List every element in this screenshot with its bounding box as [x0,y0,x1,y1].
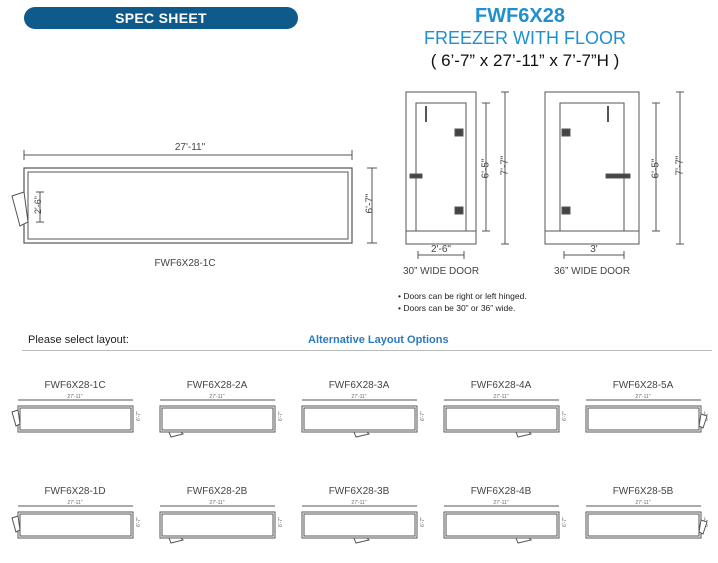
svg-text:6'-7": 6'-7" [278,517,284,527]
svg-text:27'-11": 27'-11" [67,500,82,506]
svg-text:6'-7": 6'-7" [420,411,426,421]
section-divider [22,350,712,351]
svg-text:27'-11": 27'-11" [493,500,508,506]
layout-option-label[interactable]: FWF6X28-3B [328,486,390,497]
svg-text:6'-7": 6'-7" [562,411,568,421]
plan-door-label: 2'-6" [33,196,43,214]
note-item: Doors can be 30” or 36” wide. [398,302,527,314]
elevation-36-door [544,91,684,259]
layout-thumbnail[interactable]: 27'-11" 6'-7" [11,394,142,433]
layout-option-label[interactable]: FWF6X28-4B [470,486,532,497]
svg-text:27'-11": 27'-11" [493,394,508,400]
layout-thumbnail[interactable]: 27'-11" 6'-7" [301,500,426,544]
svg-text:6'-7": 6'-7" [562,517,568,527]
plan-outer-wall [23,167,353,244]
layout-option-label[interactable]: FWF6X28-3A [328,380,390,391]
svg-text:6'-7": 6'-7" [136,411,142,421]
select-layout-label: Please select layout: [28,334,129,346]
svg-text:27'-11": 27'-11" [67,394,82,400]
layout-thumbnails: 27'-11" 6'-7" 27'-11" 6'-7" 27'-11" 6'-7" 27'-… [11,394,710,544]
note-item: Doors can be right or left hinged. [398,290,526,302]
plan-view [11,150,377,244]
layout-option-label[interactable]: FWF6X28-5B [612,486,674,497]
elevation-30-door [405,91,509,259]
elev30-outer [405,91,477,245]
elev36-total-height-label: 7'-7" [674,155,686,176]
plan-inner-wall [27,171,349,240]
svg-text:27'-11": 27'-11" [351,500,366,506]
layout-thumbnail[interactable]: 27'-11"6'-7" [585,394,710,433]
plan-width-label: 6'-7" [364,193,376,214]
layout-option-label[interactable]: FWF6X28-1D [44,486,106,497]
plan-door-swing [11,191,29,227]
layout-option-label[interactable]: FWF6X28-4A [470,380,532,391]
layout-thumbnail[interactable]: 27'-11" 6'-7" [159,394,284,438]
elev30-door-height-label: 6'-5" [480,158,492,179]
svg-text:27'-11": 27'-11" [635,500,650,506]
svg-text:27'-11": 27'-11" [351,394,366,400]
layout-thumbnail[interactable]: 27'-11" 6'-7" [443,394,568,438]
svg-text:6'-7": 6'-7" [136,517,142,527]
elev30-total-height-label: 7'-7" [499,155,511,176]
plan-length-label: 27'-11" [174,142,206,153]
elev36-door [559,102,625,232]
svg-text:27'-11": 27'-11" [635,394,650,400]
svg-text:6'-7": 6'-7" [420,517,426,527]
elev36-door-height-label: 6'-5" [650,158,662,179]
alternative-layouts-link[interactable]: Alternative Layout Options [308,334,449,346]
elev30-caption: 30” WIDE DOOR [402,266,480,277]
elev30-door [415,102,467,232]
layout-option-label[interactable]: FWF6X28-5A [612,380,674,391]
overall-dimensions: ( 6’-7” x 27’-11” x 7’-7”H ) [430,51,620,70]
elev36-caption: 36” WIDE DOOR [553,266,631,277]
svg-text:27'-11": 27'-11" [209,500,224,506]
elev36-outer [544,91,640,245]
layout-thumbnail[interactable]: 27'-11"6'-7" [585,500,710,539]
layout-option-label[interactable]: FWF6X28-2B [186,486,248,497]
layout-thumbnail[interactable]: 27'-11" 6'-7" [443,500,568,544]
elev36-width-label: 3' [590,244,598,255]
layout-thumbnail[interactable]: 27'-11" 6'-7" [301,394,426,438]
plan-caption: FWF6X28-1C [154,258,216,269]
layout-option-label[interactable]: FWF6X28-2A [186,380,248,391]
layout-option-label[interactable]: FWF6X28-1C [44,380,106,391]
svg-text:6'-7": 6'-7" [278,411,284,421]
model-title: FWF6X28 [474,5,566,27]
layout-thumbnail[interactable]: 27'-11" 6'-7" [11,500,142,539]
elev30-width-label: 2'-6" [431,244,451,255]
spec-sheet-badge: SPEC SHEET [24,7,298,29]
layout-thumbnail[interactable]: 27'-11" 6'-7" [159,500,284,544]
door-notes: Doors can be right or left hinged. Doors… [398,290,527,314]
svg-text:27'-11": 27'-11" [209,394,224,400]
product-subtitle: FREEZER WITH FLOOR [424,28,626,48]
